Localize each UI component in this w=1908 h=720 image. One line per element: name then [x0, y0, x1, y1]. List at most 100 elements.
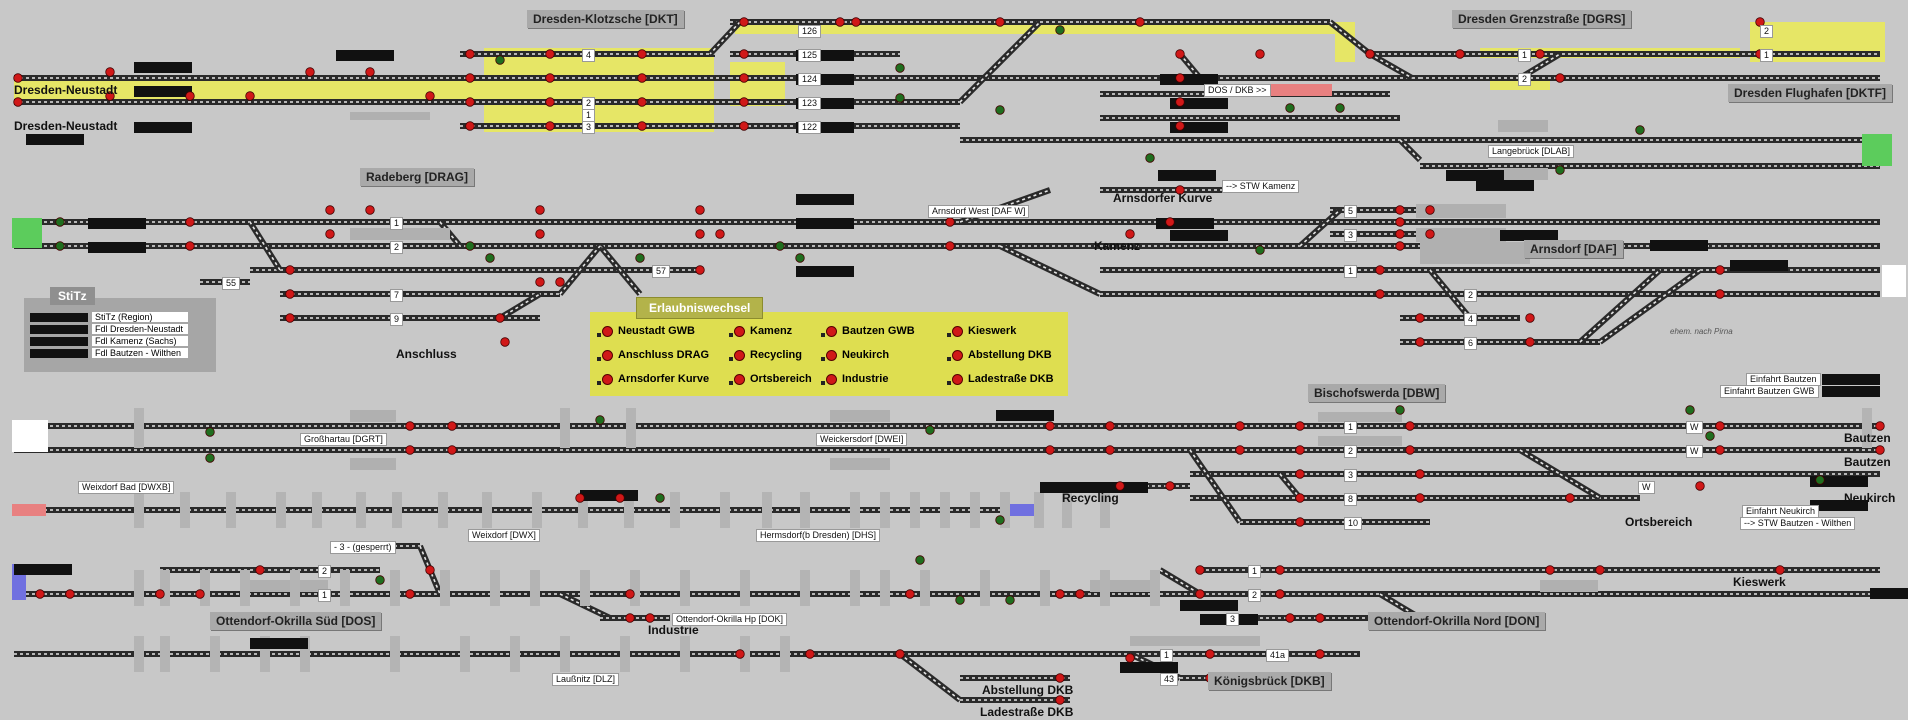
- signal-icon[interactable]: [155, 589, 165, 599]
- signal-icon[interactable]: [637, 121, 647, 131]
- stitz-row[interactable]: Fdl Kamenz (Sachs): [30, 336, 188, 346]
- signal-icon[interactable]: [545, 49, 555, 59]
- signal-icon[interactable]: [1285, 613, 1295, 623]
- signal-icon[interactable]: [465, 73, 475, 83]
- signal-icon[interactable]: [405, 589, 415, 599]
- signal-icon[interactable]: [105, 91, 115, 101]
- signal-icon[interactable]: [365, 67, 375, 77]
- signal-icon[interactable]: [1375, 265, 1385, 275]
- signal-icon[interactable]: [637, 97, 647, 107]
- signal-icon[interactable]: [655, 493, 665, 503]
- signal-icon[interactable]: [1365, 49, 1375, 59]
- signal-icon[interactable]: [1135, 17, 1145, 27]
- signal-icon[interactable]: [739, 121, 749, 131]
- signal-icon[interactable]: [425, 91, 435, 101]
- signal-icon[interactable]: [185, 217, 195, 227]
- signal-icon[interactable]: [255, 565, 265, 575]
- signal-icon[interactable]: [285, 289, 295, 299]
- signal-icon[interactable]: [1125, 653, 1135, 663]
- erl-item-bautzen-gwb[interactable]: Bautzen GWB: [821, 325, 915, 337]
- signal-icon[interactable]: [995, 515, 1005, 525]
- erl-item-anschluss-drag[interactable]: Anschluss DRAG: [597, 349, 709, 361]
- signal-icon[interactable]: [405, 445, 415, 455]
- signal-icon[interactable]: [1295, 493, 1305, 503]
- signal-icon[interactable]: [325, 205, 335, 215]
- erl-item-ladestrasse-dkb[interactable]: Ladestraße DKB: [947, 373, 1054, 385]
- signal-icon[interactable]: [735, 649, 745, 659]
- signal-icon[interactable]: [55, 241, 65, 251]
- signal-icon[interactable]: [447, 421, 457, 431]
- signal-icon[interactable]: [1565, 493, 1575, 503]
- signal-icon[interactable]: [695, 229, 705, 239]
- signal-icon[interactable]: [205, 453, 215, 463]
- signal-icon[interactable]: [1005, 595, 1015, 605]
- signal-icon[interactable]: [1335, 103, 1345, 113]
- signal-icon[interactable]: [715, 229, 725, 239]
- signals-layer[interactable]: [13, 17, 1885, 705]
- signal-icon[interactable]: [195, 589, 205, 599]
- signal-icon[interactable]: [1715, 289, 1725, 299]
- signal-icon[interactable]: [851, 17, 861, 27]
- signal-icon[interactable]: [1395, 241, 1405, 251]
- signal-icon[interactable]: [739, 97, 749, 107]
- signal-icon[interactable]: [1045, 445, 1055, 455]
- signal-icon[interactable]: [1115, 481, 1125, 491]
- signal-icon[interactable]: [1595, 565, 1605, 575]
- signal-icon[interactable]: [1295, 445, 1305, 455]
- stitz-row[interactable]: Fdl Bautzen - Wilthen: [30, 348, 188, 358]
- signal-icon[interactable]: [425, 565, 435, 575]
- signal-icon[interactable]: [375, 575, 385, 585]
- signal-icon[interactable]: [1075, 589, 1085, 599]
- signal-icon[interactable]: [1815, 475, 1825, 485]
- signal-icon[interactable]: [1125, 229, 1135, 239]
- signal-icon[interactable]: [895, 649, 905, 659]
- signal-icon[interactable]: [595, 415, 605, 425]
- signal-icon[interactable]: [1175, 73, 1185, 83]
- signal-icon[interactable]: [1055, 695, 1065, 705]
- signal-icon[interactable]: [535, 205, 545, 215]
- signal-icon[interactable]: [1545, 565, 1555, 575]
- signal-icon[interactable]: [925, 425, 935, 435]
- signal-icon[interactable]: [1045, 421, 1055, 431]
- signal-icon[interactable]: [1535, 49, 1545, 59]
- signal-icon[interactable]: [245, 91, 255, 101]
- erl-item-neukirch[interactable]: Neukirch: [821, 349, 889, 361]
- signal-icon[interactable]: [739, 73, 749, 83]
- signal-icon[interactable]: [1315, 613, 1325, 623]
- signal-icon[interactable]: [285, 313, 295, 323]
- signal-icon[interactable]: [1315, 649, 1325, 659]
- signal-icon[interactable]: [1175, 97, 1185, 107]
- signal-icon[interactable]: [1055, 589, 1065, 599]
- signal-icon[interactable]: [1165, 481, 1175, 491]
- signal-icon[interactable]: [1875, 445, 1885, 455]
- signal-icon[interactable]: [1295, 517, 1305, 527]
- signal-icon[interactable]: [1145, 153, 1155, 163]
- signal-icon[interactable]: [1415, 493, 1425, 503]
- signal-icon[interactable]: [995, 17, 1005, 27]
- signal-icon[interactable]: [35, 589, 45, 599]
- signal-icon[interactable]: [1425, 229, 1435, 239]
- signal-icon[interactable]: [1285, 103, 1295, 113]
- signal-icon[interactable]: [55, 217, 65, 227]
- signal-icon[interactable]: [1275, 589, 1285, 599]
- signal-icon[interactable]: [185, 241, 195, 251]
- signal-icon[interactable]: [545, 97, 555, 107]
- signal-icon[interactable]: [285, 265, 295, 275]
- signal-icon[interactable]: [1555, 165, 1565, 175]
- signal-icon[interactable]: [1455, 49, 1465, 59]
- signal-icon[interactable]: [1705, 431, 1715, 441]
- signal-icon[interactable]: [1425, 205, 1435, 215]
- signal-icon[interactable]: [405, 421, 415, 431]
- signal-icon[interactable]: [1235, 421, 1245, 431]
- signal-icon[interactable]: [1525, 337, 1535, 347]
- signal-icon[interactable]: [1635, 125, 1645, 135]
- signal-icon[interactable]: [1295, 469, 1305, 479]
- signal-icon[interactable]: [65, 589, 75, 599]
- signal-icon[interactable]: [1715, 265, 1725, 275]
- signal-icon[interactable]: [905, 589, 915, 599]
- erl-item-recycling[interactable]: Recycling: [729, 349, 802, 361]
- erl-item-kamenz[interactable]: Kamenz: [729, 325, 792, 337]
- signal-icon[interactable]: [1235, 445, 1245, 455]
- signal-icon[interactable]: [1195, 565, 1205, 575]
- signal-icon[interactable]: [1175, 185, 1185, 195]
